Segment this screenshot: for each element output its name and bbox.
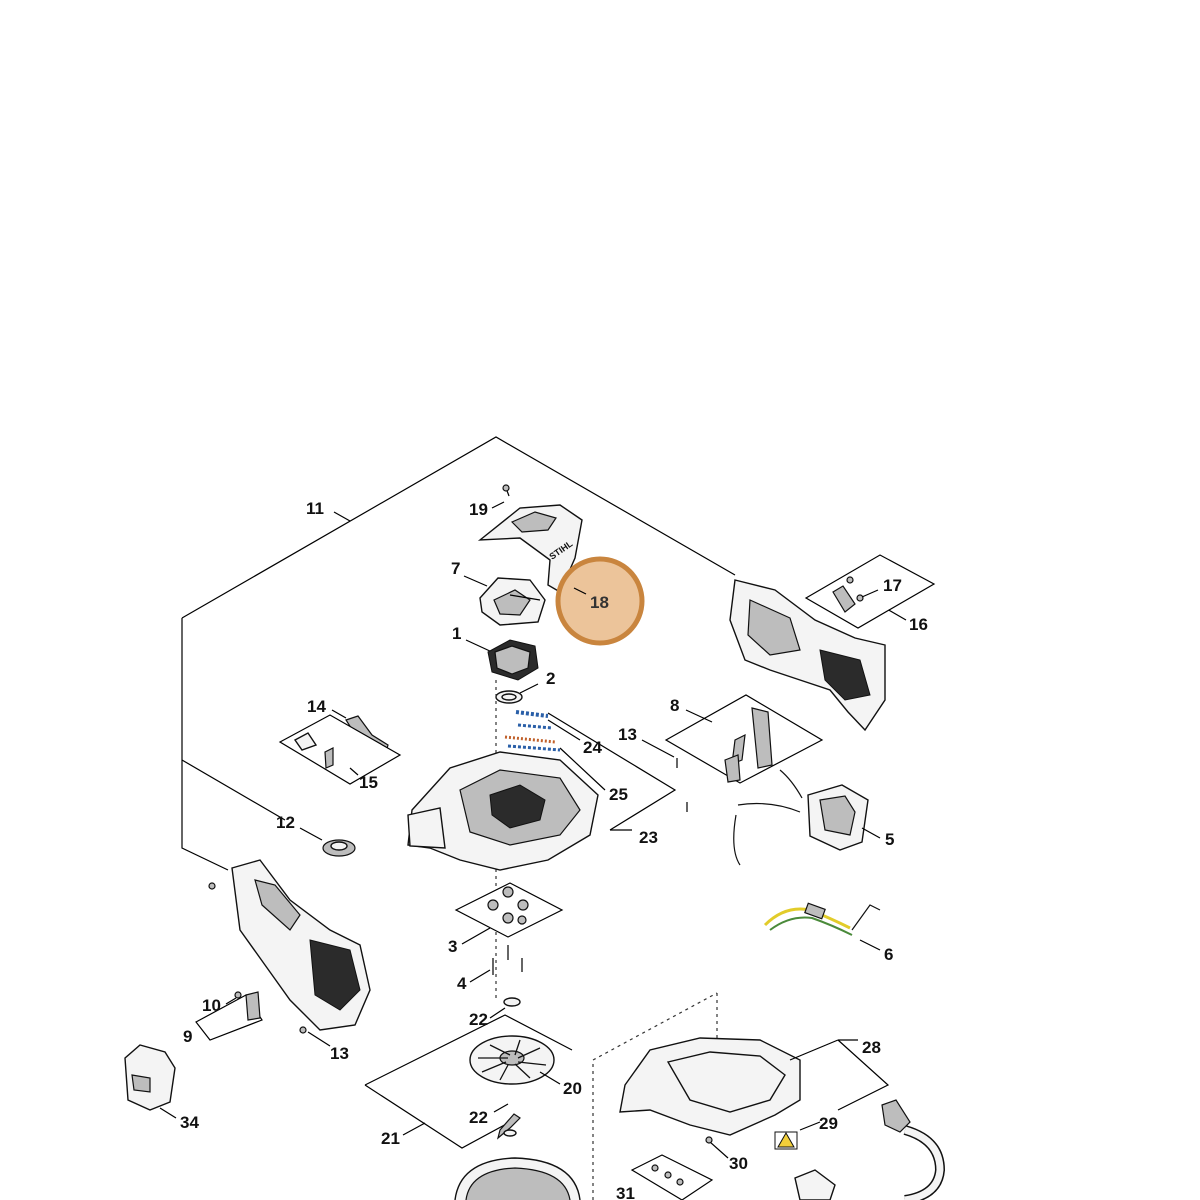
screw-part-19[interactable] [491, 484, 510, 509]
damper-set-part-3[interactable] [454, 882, 564, 945]
highlighted-callout-18[interactable]: 18 [555, 556, 645, 646]
callout-12[interactable]: 12 [276, 813, 295, 832]
callout-6[interactable]: 6 [884, 945, 893, 964]
blower-ring-partial [454, 1157, 581, 1200]
callout-30[interactable]: 30 [729, 1154, 748, 1173]
screw-part-30[interactable] [705, 1136, 729, 1159]
callout-17[interactable]: 17 [883, 576, 902, 595]
latch-kit-part-9[interactable] [195, 991, 263, 1041]
callout-13-lower[interactable]: 13 [330, 1044, 349, 1063]
callout-21[interactable]: 21 [381, 1129, 400, 1148]
callout-22-lower[interactable]: 22 [469, 1108, 488, 1127]
electronics-module-part-5[interactable] [733, 769, 881, 866]
ring-part-2[interactable] [495, 683, 539, 704]
callout-3[interactable]: 3 [448, 937, 457, 956]
callout-11[interactable]: 11 [306, 499, 324, 518]
latch-part-10[interactable] [225, 991, 242, 1005]
callout-28[interactable]: 28 [862, 1038, 881, 1057]
callout-31[interactable]: 31 [616, 1184, 635, 1200]
power-cord-plug [794, 1099, 946, 1200]
washer-part-22-upper[interactable] [489, 997, 521, 1019]
switch-kit-part-17[interactable] [804, 554, 936, 629]
screws-part-4[interactable] [469, 945, 523, 983]
callout-14[interactable]: 14 [307, 697, 326, 716]
callout-4[interactable]: 4 [457, 974, 467, 993]
callout-16[interactable]: 16 [909, 615, 928, 634]
callout-9[interactable]: 9 [183, 1027, 192, 1046]
screw-set-part-31[interactable] [630, 1154, 714, 1200]
washer-part-22-lower[interactable] [493, 1103, 521, 1140]
housing-shell-part-11[interactable] [208, 859, 371, 1031]
callout-13-upper[interactable]: 13 [618, 725, 637, 744]
warning-label-part-29[interactable] [774, 1121, 821, 1150]
motor-holder-part-7[interactable] [463, 575, 546, 626]
housing-half-part-23[interactable] [407, 751, 599, 871]
callout-15[interactable]: 15 [359, 773, 378, 792]
callout-22-upper[interactable]: 22 [469, 1010, 488, 1029]
callout-8[interactable]: 8 [670, 696, 679, 715]
callout-1[interactable]: 1 [452, 624, 461, 643]
fan-set-bracket-21 [364, 1014, 573, 1149]
callout-29[interactable]: 29 [819, 1114, 838, 1133]
cap-part-12[interactable] [299, 827, 356, 857]
parts-set-bracket-23-24-25 [547, 712, 677, 831]
callout-18: 18 [590, 593, 609, 612]
fan-wheel-part-20[interactable] [469, 1035, 561, 1085]
callout-24[interactable]: 24 [583, 738, 602, 757]
callout-20[interactable]: 20 [563, 1079, 582, 1098]
callout-10[interactable]: 10 [202, 996, 221, 1015]
screw-part-13-upper[interactable] [641, 739, 688, 812]
callout-34[interactable]: 34 [180, 1113, 199, 1132]
fan-housing-part-28[interactable] [619, 1037, 890, 1136]
handle-housing-part-16[interactable] [729, 579, 907, 732]
trigger-kit-part-15[interactable] [278, 714, 402, 785]
cable-harness-part-6[interactable] [763, 902, 881, 951]
callout-7[interactable]: 7 [451, 559, 460, 578]
small-parts-part-25[interactable] [504, 735, 606, 791]
housing-group-bracket [181, 436, 736, 871]
parts-kit-part-8[interactable] [664, 694, 824, 784]
callout-23[interactable]: 23 [639, 828, 658, 847]
screw-part-13-lower[interactable] [299, 1026, 331, 1047]
battery-connector-part-34[interactable] [124, 1044, 177, 1119]
callout-5[interactable]: 5 [885, 830, 894, 849]
electric-motor-part-1[interactable] [465, 639, 539, 681]
small-parts-part-24[interactable] [515, 710, 581, 741]
callout-2[interactable]: 2 [546, 669, 555, 688]
callout-25[interactable]: 25 [609, 785, 628, 804]
callout-19[interactable]: 19 [469, 500, 488, 519]
